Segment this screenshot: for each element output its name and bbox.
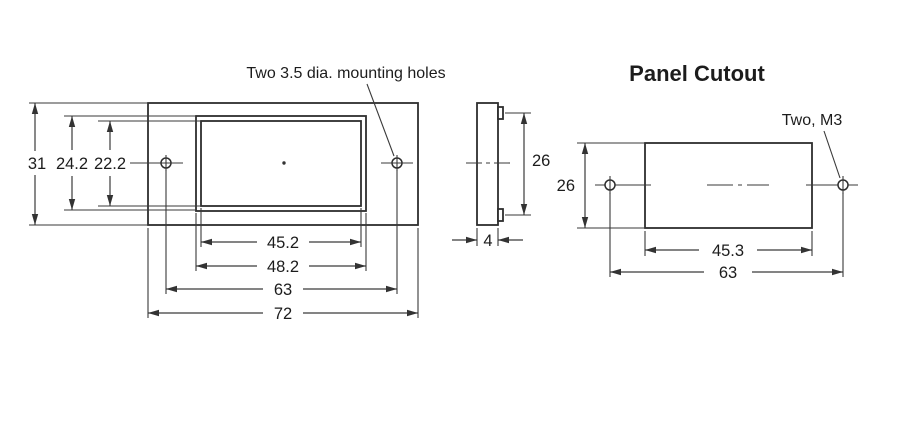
side-view xyxy=(466,102,510,226)
dim-26-cutout-label: 26 xyxy=(557,177,575,195)
dim-31-label: 31 xyxy=(28,155,46,173)
panel-cutout-title: Panel Cutout xyxy=(629,61,765,86)
side-top-tab xyxy=(497,106,504,120)
two-m3-annotation: Two, M3 xyxy=(782,112,843,129)
side-bottom-tab xyxy=(497,208,504,222)
dim-45-2-label: 45.2 xyxy=(267,234,299,252)
cutout-dimensions: 26 45.3 63 xyxy=(557,142,844,282)
dim-22-2-label: 22.2 xyxy=(94,155,126,173)
front-view xyxy=(130,102,419,226)
dim-45-3-label: 45.3 xyxy=(712,242,744,260)
dim-48-2-label: 48.2 xyxy=(267,258,299,276)
front-left-dimensions: 31 24.2 22.2 xyxy=(28,102,201,226)
mounting-holes-annotation: Two 3.5 dia. mounting holes xyxy=(246,65,445,82)
side-body-outline xyxy=(476,102,499,226)
mounting-holes-leader-line xyxy=(366,83,395,157)
front-center-mark xyxy=(282,161,286,165)
front-window-outline xyxy=(200,120,362,207)
mounting-holes-callout: Two 3.5 dia. mounting holes xyxy=(246,65,446,157)
dim-63-cutout-label: 63 xyxy=(719,264,737,282)
two-m3-leader-line xyxy=(823,130,841,179)
front-bottom-dimensions: 45.2 48.2 63 72 xyxy=(147,170,419,323)
dim-63-front-label: 63 xyxy=(274,281,292,299)
dim-72-label: 72 xyxy=(274,305,292,323)
dim-26-side-label: 26 xyxy=(532,152,550,170)
side-dimensions: 26 4 xyxy=(452,112,550,250)
panel-cutout-view: Panel Cutout Two, M3 xyxy=(595,61,858,229)
dim-4-label: 4 xyxy=(483,232,492,250)
dim-24-2-label: 24.2 xyxy=(56,155,88,173)
